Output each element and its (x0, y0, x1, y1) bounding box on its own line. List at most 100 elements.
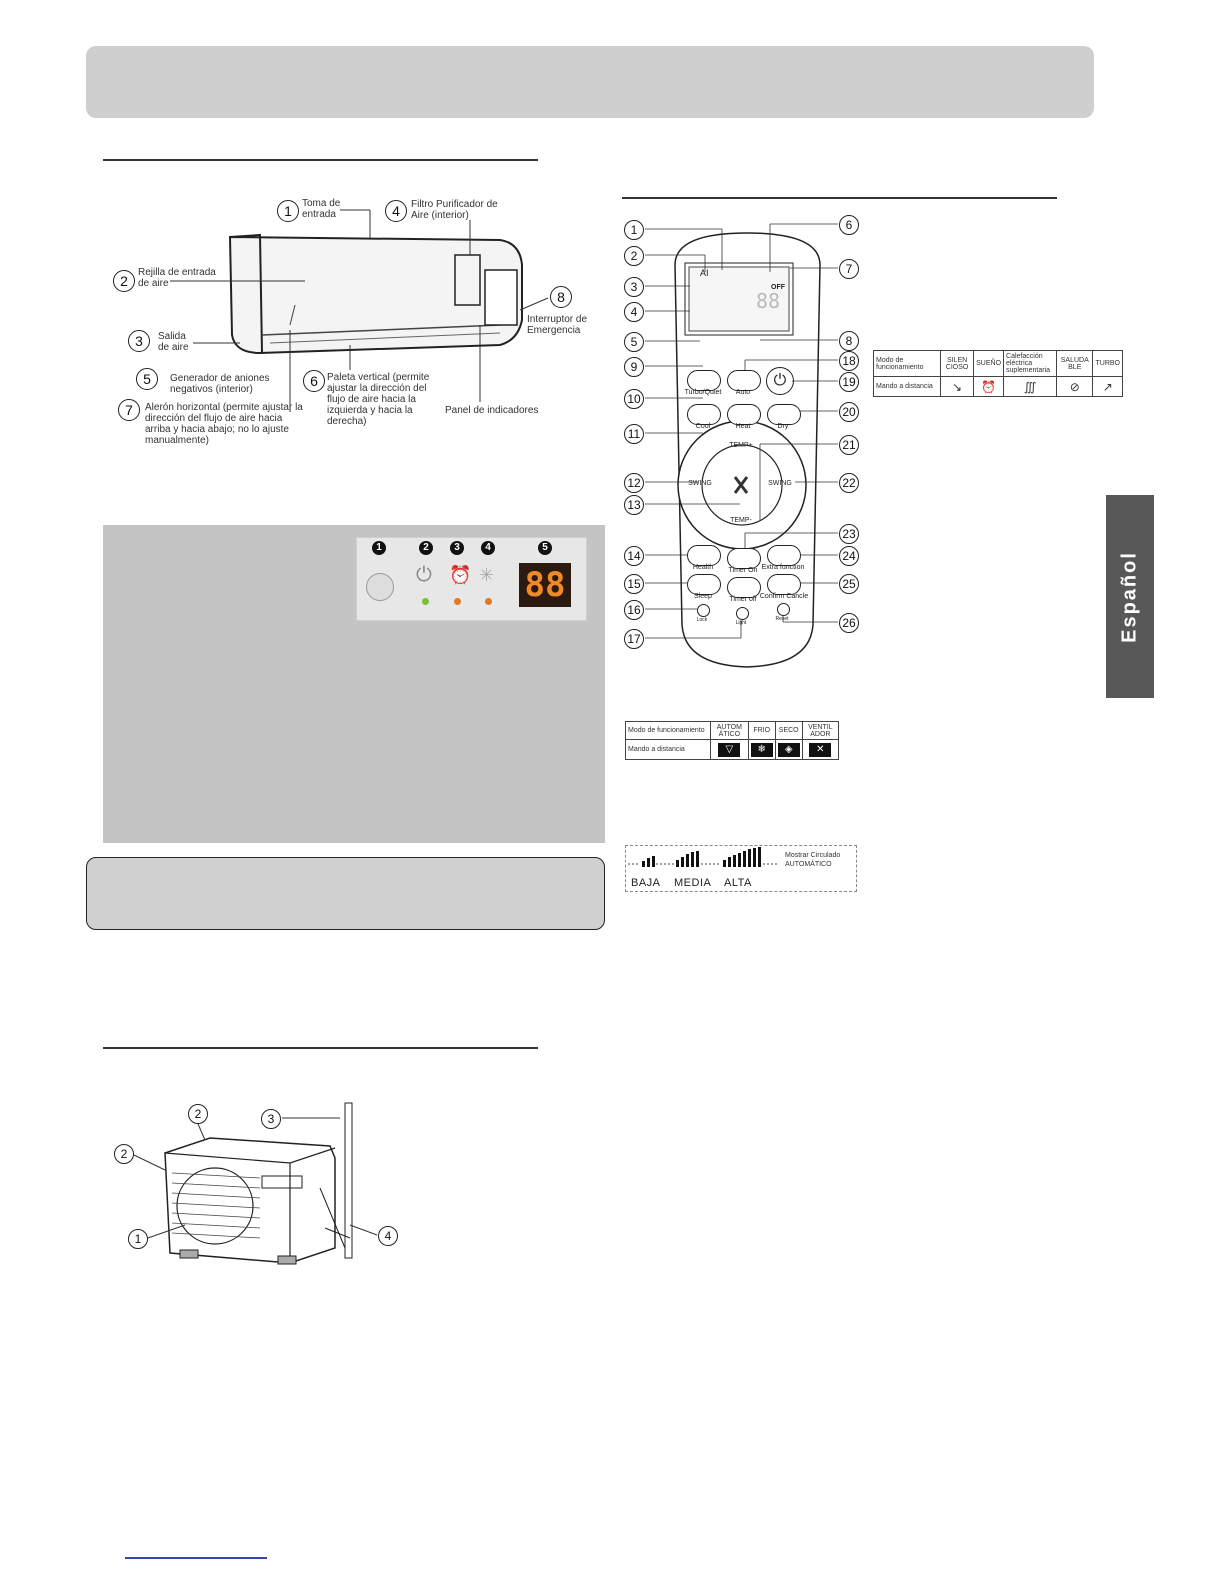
remote-callout-10: 10 (624, 389, 644, 409)
cool-mode-icon: ❄ (747, 739, 776, 760)
indoor-label-outlet: Salida de aire (158, 331, 189, 353)
health-mode-icon: ⊘ (1056, 376, 1094, 397)
remote-callout-8: 8 (839, 331, 859, 351)
outdoor-unit-drawing (164, 1102, 353, 1265)
mode-table-1-header-2: FRIO (747, 721, 776, 740)
timer-on-button[interactable] (727, 548, 761, 569)
bottom-link-line (125, 1557, 267, 1559)
fan-mode-icon: ✕ (801, 739, 840, 760)
timer-off-button[interactable] (727, 577, 761, 598)
indoor-callout-4: 4 (385, 200, 407, 222)
mode-table-2-header-0: Modo de funcionamiento (873, 350, 941, 377)
remote-callout-19: 19 (839, 372, 859, 392)
cool-label: Cool (695, 423, 711, 430)
indoor-label-emergency: Interruptor de Emergencia (527, 314, 588, 336)
remote-callout-9: 9 (624, 357, 644, 377)
power-led (422, 598, 429, 605)
reset-label: Reset (775, 616, 789, 622)
outdoor-section-rule (103, 1047, 538, 1049)
health-button[interactable] (687, 545, 721, 566)
indoor-unit-drawing (228, 233, 523, 355)
swing-horizontal-button[interactable]: SWING (768, 480, 792, 487)
remote-callout-3: 3 (624, 277, 644, 297)
mode-table-1-header-1: AUTOM ÁTICO (710, 721, 749, 740)
fan-speed-high: ALTA (724, 877, 752, 889)
turbo-quiet-label: Turbo/Quiet (684, 389, 722, 396)
receiver-window (366, 573, 394, 601)
indoor-callout-7: 7 (118, 399, 140, 421)
indoor-callout-1: 1 (277, 200, 299, 222)
panel-number-3: 3 (450, 541, 464, 555)
swing-vertical-button[interactable]: SWING (688, 480, 712, 487)
indoor-label-vertical-vane: Paleta vertical (permite ajustar la dire… (327, 372, 430, 427)
timer-led (454, 598, 461, 605)
mode-table-2-header-4: SALUDA BLE (1056, 350, 1094, 377)
remote-callout-1: 1 (624, 220, 644, 240)
indoor-label-horizontal-louver: Alerón horizontal (permite ajustar la di… (145, 402, 303, 446)
mode-table-2-header-5: TURBO (1092, 350, 1123, 377)
remote-callout-7: 7 (839, 259, 859, 279)
language-tab-label: Español (1118, 550, 1141, 643)
remote-section-rule (622, 197, 1057, 199)
light-button[interactable] (736, 607, 749, 620)
fan-speed-auto-text: Mostrar Circulado AUTOMÁTICO (785, 852, 841, 868)
auto-button[interactable] (727, 370, 761, 391)
auto-label: Auto (735, 389, 751, 396)
turbo-quiet-button[interactable] (687, 370, 721, 391)
mode-table-1: Modo de funcionamiento AUTOM ÁTICO FRIO … (625, 721, 840, 760)
indoor-callout-2: 2 (113, 270, 135, 292)
extra-function-label: Extra function (761, 564, 805, 571)
temp-down-button[interactable]: TEMP- (730, 517, 752, 524)
remote-callout-24: 24 (839, 546, 859, 566)
mode-table-2-header-3: Calefacción eléctrica suplementaria (1003, 350, 1058, 377)
panel-number-1: 1 (372, 541, 386, 555)
power-button[interactable]: ⏻ (766, 367, 794, 395)
dry-button[interactable] (767, 404, 801, 425)
remote-callout-15: 15 (624, 574, 644, 594)
outdoor-callout-2-top: 2 (188, 1104, 208, 1124)
remote-callout-20: 20 (839, 402, 859, 422)
lock-label: Lock (696, 617, 708, 623)
dry-mode-icon: ◈ (774, 739, 803, 760)
remote-callout-2: 2 (624, 246, 644, 266)
extra-function-button[interactable] (767, 545, 801, 566)
indoor-section-rule (103, 159, 538, 161)
remote-callout-16: 16 (624, 600, 644, 620)
remote-callout-14: 14 (624, 546, 644, 566)
remote-callout-22: 22 (839, 473, 859, 493)
lock-button[interactable] (697, 604, 710, 617)
remote-callout-21: 21 (839, 435, 859, 455)
health-label: Health (692, 564, 714, 571)
remote-callout-25: 25 (839, 574, 859, 594)
remote-body (674, 232, 821, 668)
confirm-cancel-button[interactable] (767, 574, 801, 595)
language-tab[interactable]: Español (1106, 495, 1154, 698)
sleep-mode-icon: ⏰ (973, 376, 1005, 397)
indoor-label-anion: Generador de aniones negativos (interior… (170, 373, 270, 395)
mode-table-1-header-3: SECO (774, 721, 803, 740)
indoor-callout-5: 5 (136, 368, 158, 390)
sun-icon: ✳ (479, 565, 495, 585)
cool-button[interactable] (687, 404, 721, 425)
confirm-cancel-label: Confirm Cancle (759, 593, 809, 600)
reset-button[interactable] (777, 603, 790, 616)
outdoor-callout-4: 4 (378, 1226, 398, 1246)
indoor-callout-8: 8 (550, 286, 572, 308)
remote-callout-17: 17 (624, 629, 644, 649)
light-label: Light (735, 620, 747, 626)
remote-callout-6: 6 (839, 215, 859, 235)
remote-callout-11: 11 (624, 424, 644, 444)
heat-button[interactable] (727, 404, 761, 425)
panel-number-4: 4 (481, 541, 495, 555)
fan-speed-diagram (625, 845, 857, 892)
mode-table-2-header-1: SILEN CIOSO (939, 350, 975, 377)
sleep-button[interactable] (687, 574, 721, 595)
temp-up-button[interactable]: TEMP+ (729, 442, 753, 449)
remote-callout-12: 12 (624, 473, 644, 493)
mode-table-1-row-label: Mando a distancia (625, 739, 711, 760)
remote-callout-13: 13 (624, 495, 644, 515)
remote-callout-23: 23 (839, 524, 859, 544)
indoor-callout-3: 3 (128, 330, 150, 352)
remote-callout-26: 26 (839, 613, 859, 633)
sleep-label: Sleep (694, 593, 712, 600)
